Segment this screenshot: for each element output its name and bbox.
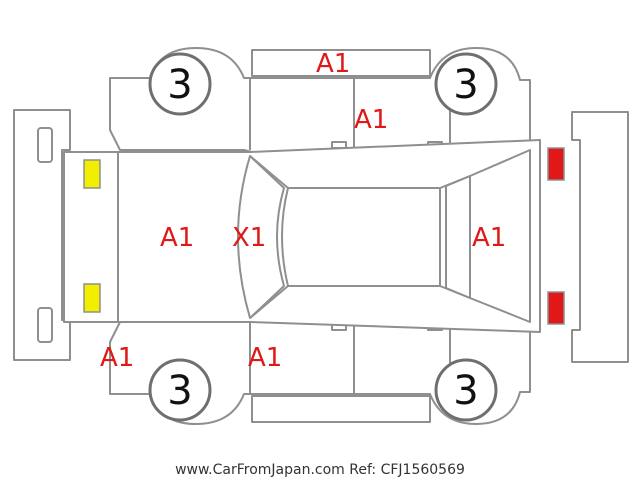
rear-lamp-top <box>547 147 565 181</box>
front-lamp-top <box>83 159 101 189</box>
rear-lamp-bottom <box>547 291 565 325</box>
watermark-text: www.CarFromJapan.com Ref: CFJ1560569 <box>175 462 465 478</box>
front-bumper <box>13 109 71 361</box>
rear-bumper <box>571 111 629 363</box>
tire-front-right: 3 <box>148 358 212 422</box>
mark-front-bumper-corner: A1 <box>100 343 134 373</box>
tire-rear-left: 3 <box>434 52 498 116</box>
tire-rear-left-label: 3 <box>453 62 478 108</box>
tire-rear-right: 3 <box>434 358 498 422</box>
tire-rear-right-label: 3 <box>453 368 478 414</box>
bottom-strip <box>251 395 431 423</box>
tire-front-left: 3 <box>148 52 212 116</box>
bottom-side-panel <box>109 317 531 425</box>
mark-door-top: A1 <box>354 105 388 135</box>
mark-roof-side-top: A1 <box>316 49 350 79</box>
body-top-view <box>63 139 541 333</box>
tire-front-left-label: 3 <box>167 62 192 108</box>
front-lamp-bottom <box>83 283 101 313</box>
mark-front-door-bottom: A1 <box>248 343 282 373</box>
tire-front-right-label: 3 <box>167 368 192 414</box>
mark-tailgate: A1 <box>472 223 506 253</box>
roof-top-strip <box>251 49 431 77</box>
mark-hood: A1 <box>160 223 194 253</box>
mark-windshield: X1 <box>232 223 266 253</box>
